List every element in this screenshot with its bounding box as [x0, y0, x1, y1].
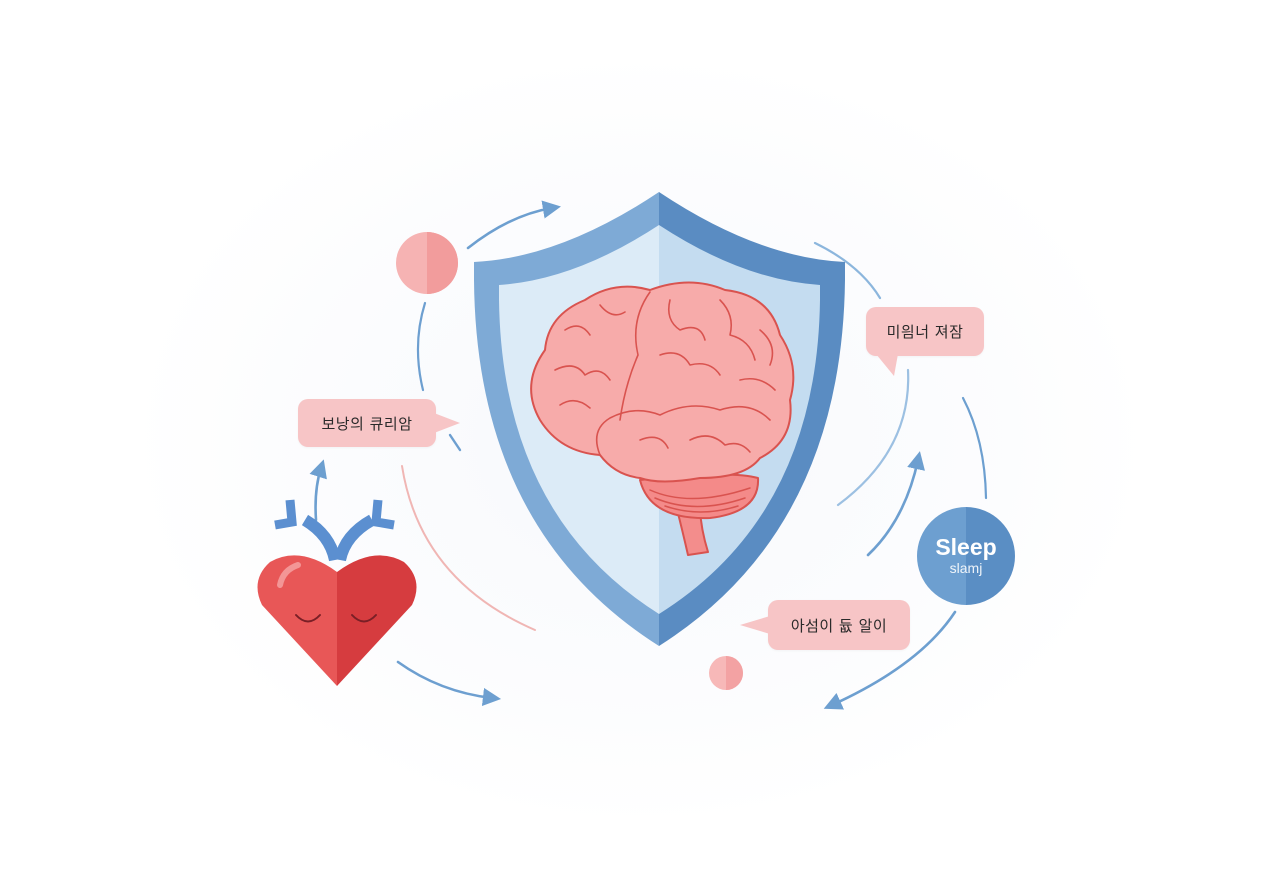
- sleep-badge-subtitle: slamj: [949, 560, 983, 576]
- label-bubble-left-text: 보낭의 큐리암: [321, 414, 413, 433]
- label-bubble-bottom-text: 아섬이 듒 알이: [790, 616, 888, 635]
- arc-left-upper: [416, 301, 427, 392]
- flow-arrows: [309, 200, 988, 710]
- bubble-tail: [434, 413, 460, 433]
- sleep-badge-title: Sleep: [935, 534, 997, 560]
- arc-right-top: [813, 241, 882, 300]
- arc-left-tick: [448, 433, 462, 452]
- heart-icon: [257, 499, 417, 686]
- arrow-sleep-down: [823, 610, 957, 710]
- label-bubble-right-text: 미읨너 져잠: [886, 323, 964, 341]
- bubble-tail: [740, 616, 770, 634]
- arc-sleep-top: [961, 396, 988, 500]
- brain-icon: [530, 281, 795, 556]
- arc-pink: [401, 465, 536, 631]
- sleep-badge: Sleep slamj: [917, 507, 1015, 605]
- pink-dot-small: [709, 656, 743, 690]
- label-bubble-bottom: 아섬이 듒 알이: [740, 600, 910, 650]
- arrow-right-up: [866, 451, 925, 557]
- arrow-heart-up: [309, 459, 327, 522]
- label-bubble-right: 미읨너 져잠: [866, 307, 984, 376]
- arrow-top: [466, 200, 561, 250]
- heart-face: [295, 614, 377, 623]
- label-bubble-left: 보낭의 큐리암: [298, 399, 460, 447]
- arc-right-mid: [836, 368, 910, 507]
- pink-dot-large: [396, 232, 458, 294]
- arrow-bottom-left: [396, 660, 502, 706]
